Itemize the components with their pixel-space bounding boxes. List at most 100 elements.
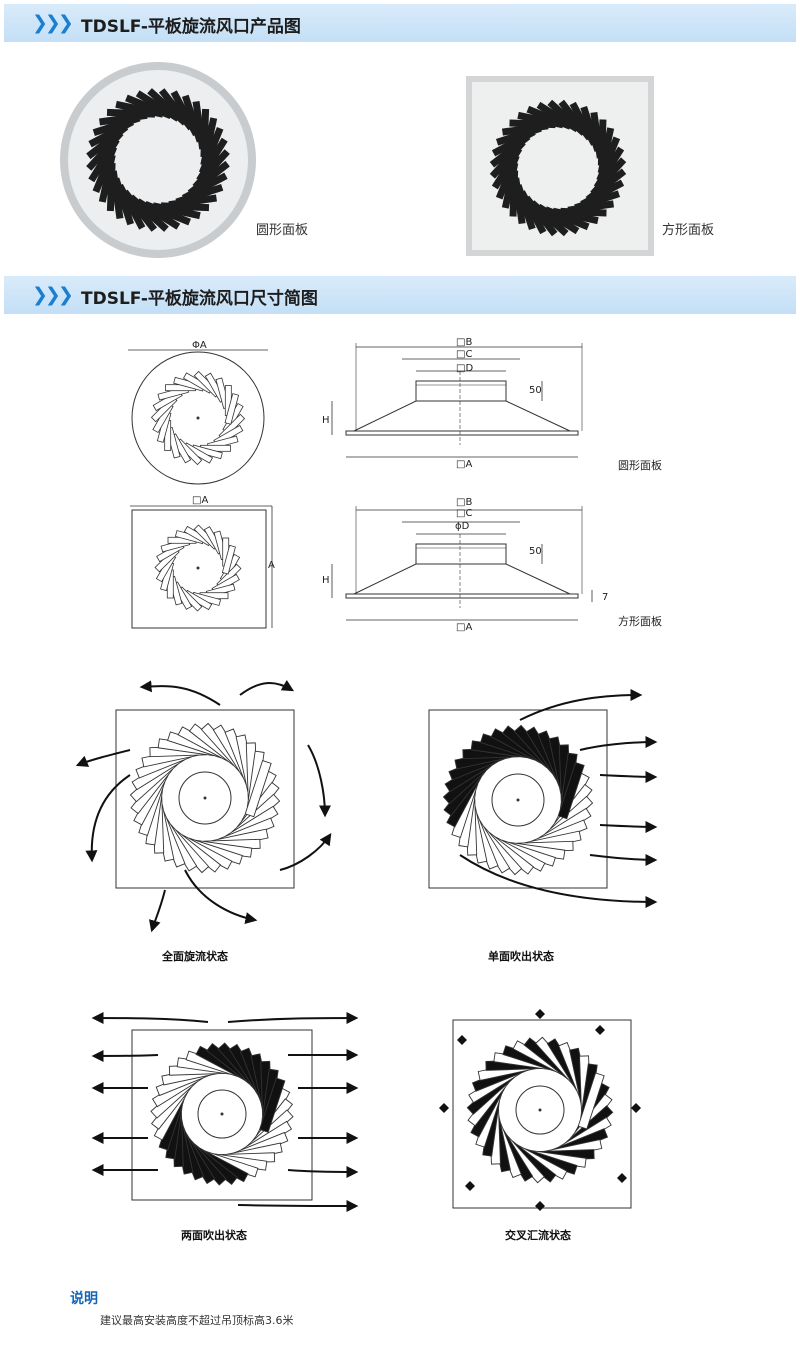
slot	[135, 198, 181, 230]
slot	[198, 127, 224, 175]
slot	[491, 146, 523, 190]
dim-phi-d: ϕD	[455, 521, 470, 532]
cross-flow-label: 交叉汇流状态	[505, 1229, 571, 1242]
dim-box-c-2: □C	[456, 508, 473, 519]
slot	[577, 1072, 605, 1130]
arrow-6	[459, 854, 658, 908]
arrow-5	[589, 853, 658, 866]
arrow-6	[227, 1012, 359, 1025]
arrow-1	[519, 689, 643, 721]
arrow-tip-4	[439, 1103, 449, 1113]
arrow-11	[237, 1199, 359, 1212]
dim-h: H	[322, 415, 330, 426]
arrow-tip-3	[535, 1201, 545, 1211]
section-header-dimensions: ❯❯❯ TDSLF-平板旋流风口尺寸简图	[4, 276, 796, 314]
round-panel-caption: 圆形面板	[256, 223, 309, 238]
arrow-tip-8	[457, 1035, 467, 1045]
arrow-tip-6	[617, 1173, 627, 1183]
slot	[557, 762, 585, 820]
slot	[152, 202, 201, 220]
single-side-diagram	[428, 689, 658, 908]
center-point	[516, 798, 520, 802]
note-title: 说明	[70, 1291, 98, 1307]
dim-box-a: □A	[456, 459, 473, 470]
slot	[526, 105, 572, 130]
arrow-4	[599, 820, 658, 833]
chevrons-icon: ❯❯❯	[32, 12, 74, 34]
slot	[98, 154, 116, 203]
arrow-2	[91, 1049, 159, 1062]
arrow-tip-1	[535, 1009, 545, 1019]
dim-50: 50	[529, 385, 542, 396]
dim-phi-a: ΦA	[192, 340, 207, 351]
neck	[415, 543, 507, 565]
dim-h-2: H	[322, 575, 330, 586]
slot	[200, 117, 218, 166]
slot	[536, 203, 580, 235]
slot	[536, 101, 580, 133]
slot	[552, 207, 599, 225]
slot	[501, 162, 519, 209]
square-panel-photo	[466, 76, 654, 256]
slot	[495, 154, 520, 200]
double-side-diagram	[91, 1012, 359, 1212]
center-point	[538, 1108, 542, 1112]
arrow-8	[239, 679, 295, 696]
slot	[115, 100, 164, 118]
dim-a-side: A	[268, 560, 275, 571]
slot	[92, 145, 118, 193]
slot	[135, 90, 181, 122]
arrow-6	[279, 833, 332, 871]
slot	[143, 200, 191, 226]
dim-box-d: □D	[456, 363, 474, 374]
slot	[259, 1077, 286, 1133]
arrow-tip-2	[631, 1103, 641, 1113]
center-point	[203, 796, 207, 800]
dim-box-b: □B	[456, 337, 473, 348]
arrow-tip-7	[465, 1181, 475, 1191]
full-swirl-label: 全面旋流状态	[162, 950, 228, 963]
arrow-2	[579, 736, 658, 751]
full-swirl-diagram	[75, 679, 332, 933]
cross-flow-diagram	[439, 1009, 641, 1211]
arrow-1	[91, 1012, 209, 1025]
square-panel-plan-drawing	[130, 505, 273, 629]
arrow-5	[184, 869, 258, 924]
slot	[544, 206, 590, 231]
neck	[415, 380, 507, 402]
arrow-2	[75, 749, 131, 767]
dim-7: 7	[602, 592, 609, 603]
arrow-10	[287, 1165, 359, 1178]
dim-50-2: 50	[529, 546, 542, 557]
square-panel-label: 方形面板	[618, 615, 662, 628]
slot	[224, 393, 240, 425]
center-point	[220, 1112, 224, 1116]
single-side-label: 单面吹出状态	[488, 950, 554, 963]
slot	[517, 111, 564, 129]
arrow-3	[599, 770, 658, 783]
section-title: TDSLF-平板旋流风口尺寸简图	[81, 289, 318, 309]
section-header-product: ❯❯❯ TDSLF-平板旋流风口产品图	[4, 4, 796, 42]
square-panel-section-drawing	[331, 506, 593, 621]
double-side-label: 两面吹出状态	[181, 1229, 247, 1242]
square-panel-caption: 方形面板	[662, 223, 715, 238]
round-panel-photo	[60, 62, 256, 258]
slot	[221, 544, 236, 575]
center-point	[196, 566, 200, 570]
dim-box-a-2: □A	[456, 622, 473, 633]
slot	[597, 127, 615, 174]
slot	[596, 136, 621, 182]
diffuser-body	[353, 400, 571, 432]
arrow-7	[307, 744, 331, 818]
dim-box-a-top: □A	[192, 495, 209, 506]
round-panel-label: 圆形面板	[618, 459, 662, 472]
round-panel-plan-drawing	[128, 349, 268, 485]
note-text: 建议最高安装高度不超过吊顶标高3.6米	[100, 1314, 294, 1327]
slot	[88, 137, 120, 183]
arrow-3	[85, 774, 131, 863]
flange	[345, 430, 579, 436]
arrow-1	[139, 680, 221, 706]
dim-box-b-2: □B	[456, 497, 473, 508]
arrow-4	[149, 889, 166, 933]
arrow-tip-5	[595, 1025, 605, 1035]
